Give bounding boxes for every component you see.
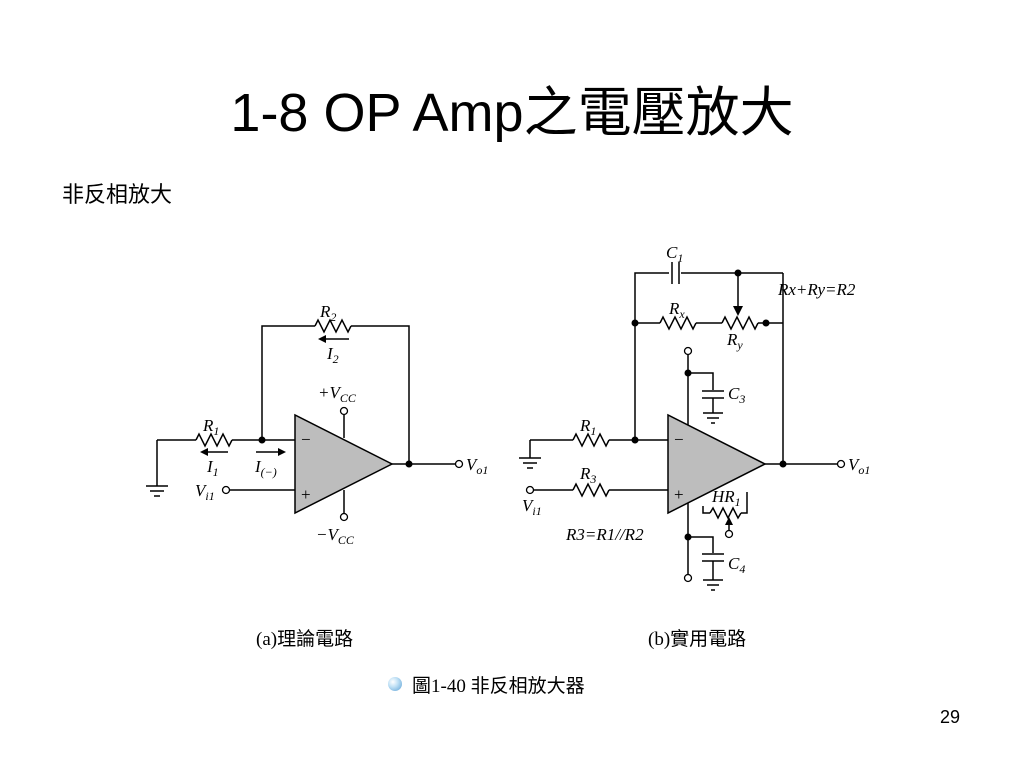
capacitor-c3 <box>702 390 724 399</box>
vcc-neg-terminal-b <box>683 573 693 583</box>
resistor-r3 <box>572 482 610 498</box>
label-ry: Ry <box>726 330 743 352</box>
vo1-terminal-a <box>454 459 464 469</box>
wiper-arrow-icon <box>725 517 733 525</box>
resistor-rx <box>659 315 697 331</box>
vi1-terminal-b <box>525 485 535 495</box>
bullet-icon <box>388 677 402 691</box>
label-rxry: Rx+Ry=R2 <box>777 280 856 299</box>
label-c3: C3 <box>728 384 745 406</box>
label-r3-eq: R3=R1//R2 <box>565 525 644 544</box>
slide-title: 1-8 OP Amp之電壓放大 <box>230 83 794 143</box>
label-vo1-a: Vo1 <box>466 455 488 477</box>
figure-caption: 圖1-40 非反相放大器 <box>388 672 585 697</box>
caption-practical-circuit: (b)實用電路 <box>648 629 747 650</box>
ground-icon <box>146 485 168 497</box>
resistor-r1-b <box>572 432 610 448</box>
ground-icon <box>519 457 541 469</box>
capacitor-c1 <box>671 262 680 284</box>
ground-icon <box>703 412 723 424</box>
label-i-minus: I(−) <box>254 457 277 479</box>
label-r1-a: R1 <box>202 416 219 438</box>
resistor-hr1 <box>709 506 742 520</box>
opamp-b <box>667 413 767 515</box>
wiper-arrow-icon <box>733 306 743 316</box>
circuit-b: − + <box>519 243 870 591</box>
opamp-a-minus: − <box>301 430 311 449</box>
label-rx: Rx <box>668 299 685 321</box>
arrow-left-icon <box>200 448 228 456</box>
resistor-ry <box>721 315 759 331</box>
label-vo1-b: Vo1 <box>848 455 870 477</box>
label-c1: C1 <box>666 243 683 265</box>
inverting-node-a <box>258 436 266 444</box>
vcc-pos-terminal <box>339 406 349 416</box>
label-i2: I2 <box>326 344 339 366</box>
page-number: 29 <box>940 707 961 727</box>
label-vcc-neg: −VCC <box>316 525 355 547</box>
label-vi1-a: Vi1 <box>195 481 215 503</box>
label-vcc-pos: +VCC <box>318 383 357 405</box>
label-i1: I1 <box>206 457 219 479</box>
label-r3: R3 <box>579 464 596 486</box>
resistor-r2-a <box>314 318 352 334</box>
output-node-a <box>405 460 413 468</box>
vo1-terminal-b <box>836 459 846 469</box>
opamp-a <box>294 413 394 515</box>
arrow-left-icon <box>318 335 349 343</box>
arrow-right-icon <box>256 448 286 456</box>
label-r1-b: R1 <box>579 416 596 438</box>
circuit-a: − + <box>146 302 488 547</box>
label-c4: C4 <box>728 554 745 576</box>
vi1-terminal-a <box>221 485 231 495</box>
slide-subtitle: 非反相放大 <box>62 183 173 208</box>
opamp-b-minus: − <box>674 430 684 449</box>
capacitor-c4 <box>702 553 724 562</box>
ground-icon <box>703 579 723 591</box>
resistor-r1-a <box>195 432 233 448</box>
opamp-a-plus: + <box>301 485 311 504</box>
label-vi1-b: Vi1 <box>522 496 542 518</box>
opamp-b-plus: + <box>674 485 684 504</box>
vcc-neg-terminal <box>339 512 349 522</box>
label-hr1: HR1 <box>711 487 741 509</box>
label-r2-a: R2 <box>319 302 336 324</box>
caption-theoretical-circuit: (a)理論電路 <box>256 629 354 650</box>
figure-caption-text: 圖1-40 非反相放大器 <box>412 675 585 697</box>
vcc-pos-terminal-b <box>683 346 693 356</box>
